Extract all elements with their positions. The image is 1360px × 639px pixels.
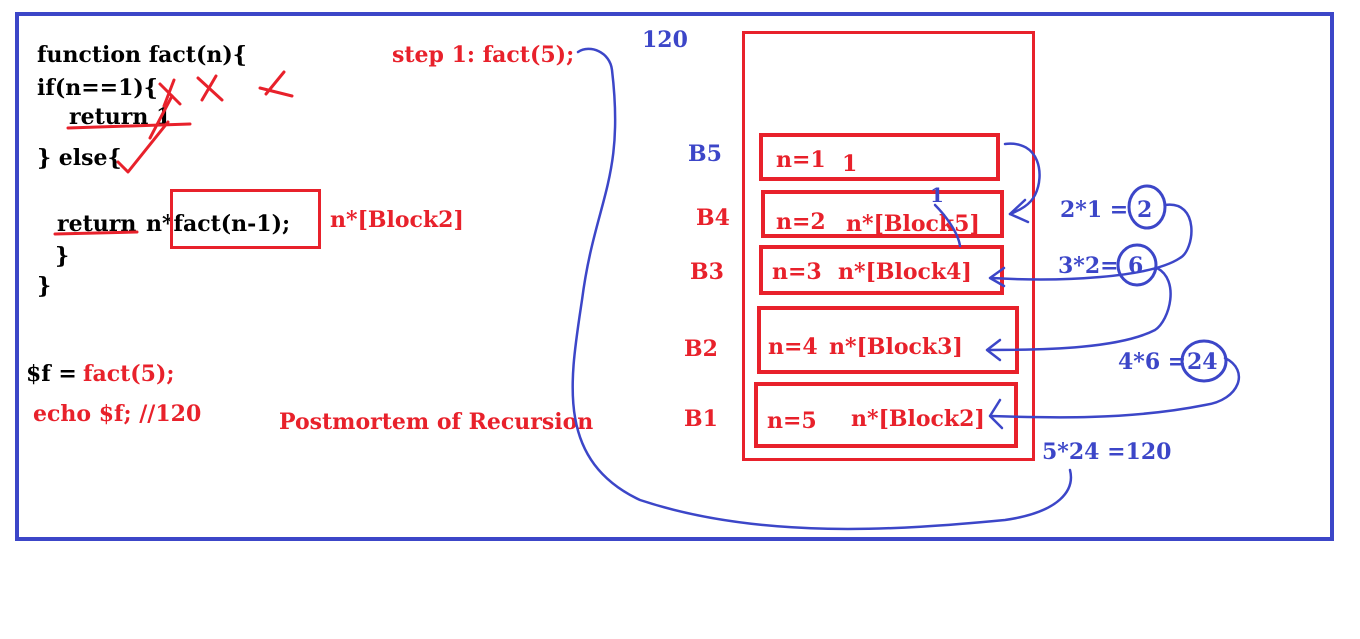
block-label-b5: B5 <box>688 141 722 167</box>
final-result-top: 120 <box>642 27 688 53</box>
arrowhead-b1 <box>988 398 1004 430</box>
block-b3-value: n*[Block4] <box>838 259 972 285</box>
stack-block-b4 <box>761 190 1004 238</box>
stack-block-b2 <box>757 306 1019 374</box>
block-b2-n: n=4 <box>768 334 818 360</box>
return-1-underline <box>66 122 192 130</box>
code-line-function: function fact(n){ <box>37 42 247 68</box>
block-label-b3: B3 <box>690 259 724 285</box>
calc-4x6-expr: 4*6 = <box>1118 349 1187 375</box>
return-arrow-b5-b4 <box>1003 142 1041 216</box>
return-underline <box>53 230 139 236</box>
cross-mark-1 <box>158 78 182 108</box>
step-label: step 1: fact(5); <box>392 42 575 68</box>
block-b1-n: n=5 <box>767 408 817 434</box>
stack-block-b5 <box>759 133 1000 181</box>
else-checkmark <box>116 120 170 174</box>
return-mark-stroke <box>933 203 962 248</box>
block-b4-n: n=2 <box>776 209 826 235</box>
result-circle-24 <box>1180 339 1228 383</box>
calc-3x2-expr: 3*2= <box>1058 253 1119 279</box>
block-b1-value: n*[Block2] <box>851 406 985 432</box>
block-b5-n: n=1 <box>776 147 826 173</box>
return-arrow-2-to-b3 <box>990 203 1193 281</box>
return-arrow-6-to-b2 <box>986 266 1172 352</box>
code-line-close-else: } <box>55 243 70 269</box>
arrowhead-b4 <box>1008 198 1030 224</box>
calc-4x6-result: 24 <box>1187 349 1218 375</box>
echo-line: echo $f; //120 <box>33 401 202 427</box>
block-b3-n: n=3 <box>772 259 822 285</box>
block-label-b4: B4 <box>696 205 730 231</box>
diagram-title: Postmortem of Recursion <box>279 409 594 435</box>
assign-call: fact(5); <box>83 361 175 387</box>
arrowhead-b3 <box>988 266 1006 288</box>
block-b2-value: n*[Block3] <box>829 334 963 360</box>
call-stack-container <box>742 31 1035 461</box>
stack-block-b1 <box>754 382 1018 448</box>
code-line-close-function: } <box>37 273 52 299</box>
result-circle-6 <box>1116 243 1158 287</box>
outer-frame <box>15 12 1334 541</box>
code-annotation: n*[Block2] <box>330 207 464 233</box>
arrowhead-b2 <box>985 338 1002 362</box>
calc-2x1-result: 2 <box>1137 197 1153 223</box>
return-1-strike <box>148 94 174 140</box>
block-b5-value: 1 <box>842 151 858 177</box>
calc-2x1-expr: 2*1 = <box>1060 197 1129 223</box>
code-line-else: } else{ <box>37 145 122 171</box>
block-label-b2: B2 <box>684 336 718 362</box>
block-label-b1: B1 <box>684 406 718 432</box>
return-arrow-24-to-b1 <box>988 356 1241 419</box>
cross-mark-3 <box>258 70 294 98</box>
recursive-call-highlight <box>170 189 321 249</box>
code-line-if: if(n==1){ <box>37 75 158 101</box>
return-value-mark: 1 <box>930 183 944 207</box>
call-flow-curve <box>571 47 1073 531</box>
assign-variable: $f = <box>26 361 77 387</box>
cross-mark-2 <box>196 74 224 102</box>
block-b4-value: n*[Block5] <box>846 211 980 237</box>
calc-5x24: 5*24 =120 <box>1042 439 1172 465</box>
result-circle-2 <box>1127 184 1167 230</box>
